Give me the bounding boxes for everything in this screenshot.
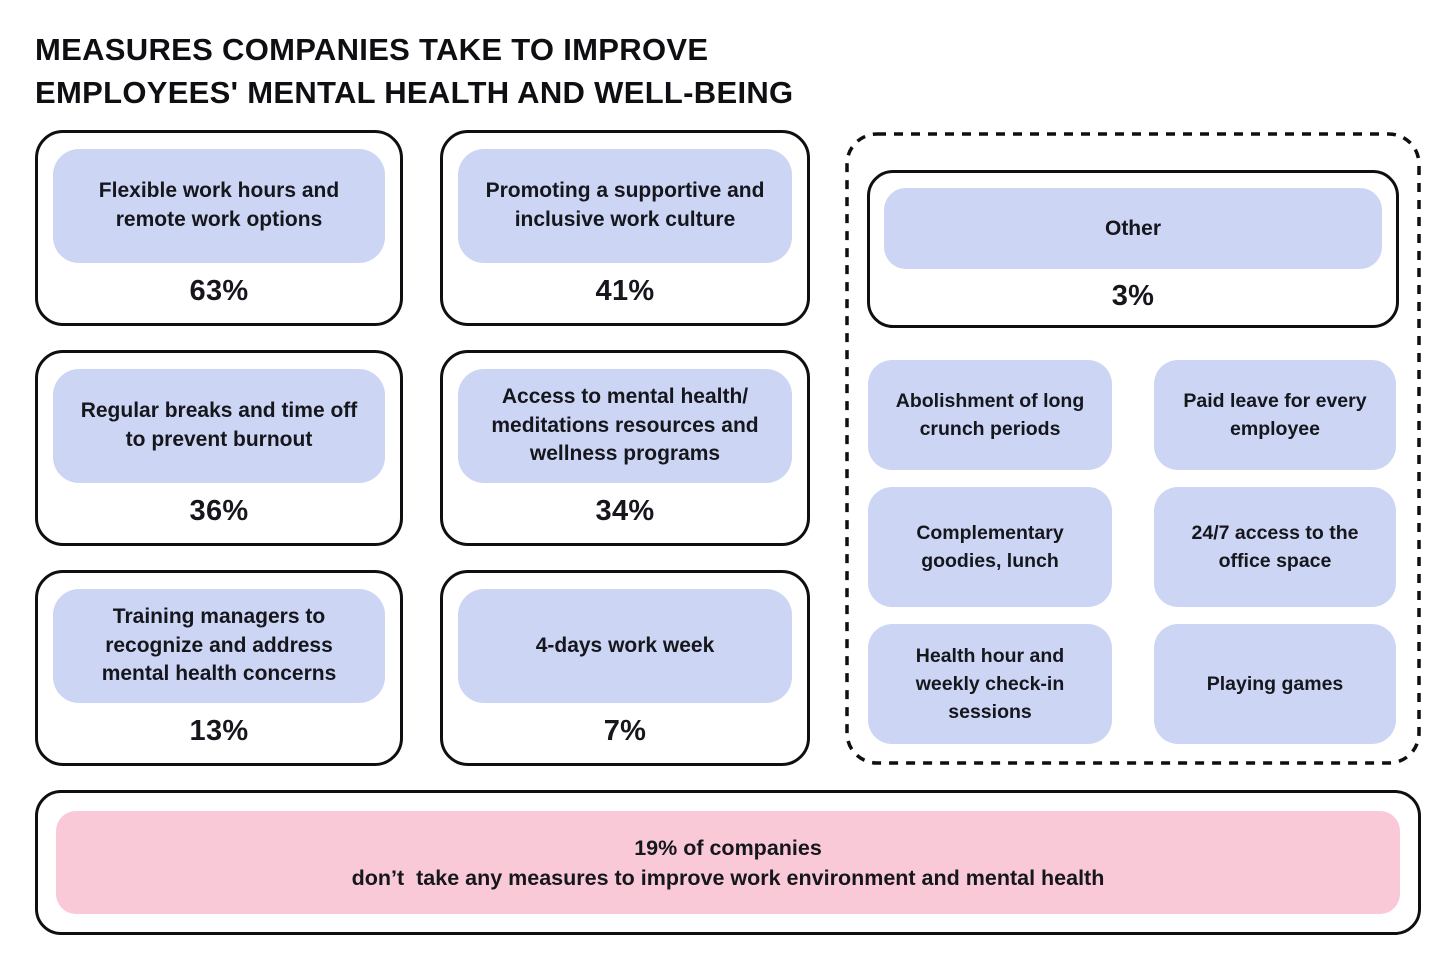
measure-card-4-day-week: 4-days work week 7% <box>440 570 810 766</box>
measure-label-pill: Access to mental health/ meditations res… <box>458 369 792 483</box>
no-measures-line-1: 19% of companies <box>634 835 822 860</box>
other-item-pill-playing-games: Playing games <box>1154 624 1396 744</box>
measure-label-pill: Training managers to recognize and addre… <box>53 589 385 703</box>
measure-card-regular-breaks: Regular breaks and time off to prevent b… <box>35 350 403 546</box>
measure-label: Access to mental health/ meditations res… <box>491 384 759 466</box>
measure-label: Regular breaks and time off to prevent b… <box>80 399 358 451</box>
other-label-pill: Other <box>884 188 1382 269</box>
no-measures-line-2: don’t take any measures to improve work … <box>351 865 1105 890</box>
other-label: Other <box>1104 216 1161 240</box>
page-title-line-1: MEASURES COMPANIES TAKE TO IMPROVE <box>35 32 709 67</box>
measure-label-pill: 4-days work week <box>458 589 792 703</box>
measure-label: Flexible work hours and remote work opti… <box>98 179 340 231</box>
no-measures-pill: 19% of companies don’t take any measures… <box>56 811 1400 914</box>
measure-card-mental-health-access: Access to mental health/ meditations res… <box>440 350 810 546</box>
measure-value: 13% <box>189 714 249 747</box>
other-item-pill-health-hour: Health hour and weekly check-in sessions <box>868 624 1112 744</box>
measure-card-manager-training: Training managers to recognize and addre… <box>35 570 403 766</box>
other-measures-panel: Other 3% Abolishment of long crunch peri… <box>845 132 1421 765</box>
no-measures-banner: 19% of companies don’t take any measures… <box>35 790 1421 935</box>
measure-card-inclusive-culture: Promoting a supportive and inclusive wor… <box>440 130 810 326</box>
other-item-pill-crunch: Abolishment of long crunch periods <box>868 360 1112 470</box>
measure-value: 36% <box>189 494 249 527</box>
other-item-pill-paid-leave: Paid leave for every employee <box>1154 360 1396 470</box>
page-title: MEASURES COMPANIES TAKE TO IMPROVE EMPLO… <box>35 28 793 114</box>
other-card: Other 3% <box>867 170 1399 328</box>
measure-label: Training managers to recognize and addre… <box>101 604 337 686</box>
page-title-line-2: EMPLOYEES' MENTAL HEALTH AND WELL-BEING <box>35 75 794 110</box>
measure-value: 41% <box>595 274 655 307</box>
other-item-pill-office-access: 24/7 access to the office space <box>1154 487 1396 607</box>
measure-label: 4-days work week <box>535 633 715 657</box>
measure-value: 34% <box>595 494 655 527</box>
measure-label-pill: Flexible work hours and remote work opti… <box>53 149 385 263</box>
measure-value: 7% <box>603 714 647 747</box>
other-items-grid: Abolishment of long crunch periods Paid … <box>868 360 1396 744</box>
measure-value: 63% <box>189 274 249 307</box>
measure-card-flexible-hours: Flexible work hours and remote work opti… <box>35 130 403 326</box>
measure-label-pill: Promoting a supportive and inclusive wor… <box>458 149 792 263</box>
other-value: 3% <box>1111 279 1155 312</box>
measure-label: Promoting a supportive and inclusive wor… <box>485 179 765 231</box>
other-item-pill-goodies: Complementary goodies, lunch <box>868 487 1112 607</box>
measure-label-pill: Regular breaks and time off to prevent b… <box>53 369 385 483</box>
dashed-border <box>845 132 1421 765</box>
